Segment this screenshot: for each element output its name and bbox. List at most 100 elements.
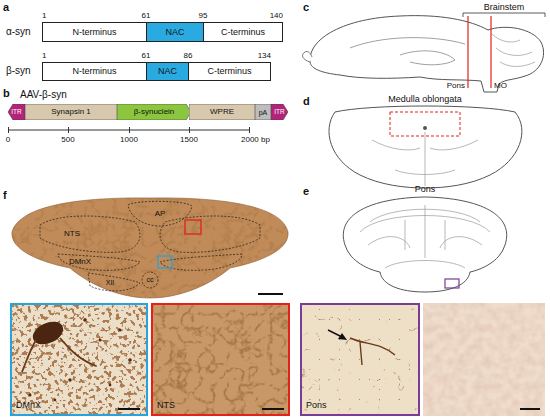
pointer-arrowhead <box>338 333 347 340</box>
hippocampus <box>400 51 455 65</box>
panel-letter: a <box>3 2 9 13</box>
mo-section-line <box>490 16 491 88</box>
construct-element: ITR <box>8 104 25 120</box>
node-label: ITR <box>11 109 21 116</box>
nucleus-name: AP <box>155 210 166 218</box>
scale-bar <box>262 408 284 410</box>
residue-number: 61 <box>142 12 151 20</box>
pons-section <box>343 197 506 292</box>
nucleus-outlines <box>40 201 260 291</box>
residue-number: 61 <box>142 52 151 60</box>
section-title: Medulla oblongata <box>388 95 462 104</box>
domain-box: NAC <box>146 62 189 81</box>
micrograph-panel: DMnX <box>10 303 148 416</box>
olfactory-bulb <box>303 51 312 62</box>
construct-element: ITR <box>271 104 288 120</box>
element-outline <box>8 104 25 120</box>
micrograph-texture <box>151 303 290 416</box>
brainstem-bracket <box>463 13 545 17</box>
section-title: Pons <box>415 185 436 194</box>
micrograph <box>151 303 290 416</box>
medulla-section <box>329 106 522 188</box>
element-outline <box>117 104 191 120</box>
node-label: Synapsin 1 <box>51 108 91 116</box>
cerebellum-folia <box>492 34 535 67</box>
nucleus-name: DMnX <box>69 258 91 266</box>
corpus-callosum <box>350 38 465 48</box>
medulla-nuclei <box>372 132 478 186</box>
scale-number: 1000 <box>120 136 138 144</box>
element-outline <box>271 104 288 120</box>
protein-name: α-syn <box>6 27 31 37</box>
scale-number: 2000 bp <box>241 136 270 144</box>
element-outline <box>25 104 117 120</box>
micrograph-texture <box>300 303 420 416</box>
zoom-box <box>158 256 172 268</box>
panel-letter: f <box>3 190 7 201</box>
scale-ticks <box>9 127 250 133</box>
domain-box: C-terminus <box>188 62 271 81</box>
neurite <box>22 338 96 372</box>
node-label: NTS <box>157 401 175 410</box>
micrograph <box>423 303 545 416</box>
region-name: Brainstem <box>484 3 525 12</box>
node-label: C-terminus <box>221 28 265 37</box>
scale-number: 1500 <box>180 136 198 144</box>
micrograph-panel: NTS <box>151 303 290 416</box>
region-box <box>445 279 459 288</box>
residue-number: 1 <box>42 52 46 60</box>
pointer-arrow <box>328 330 342 337</box>
fiber <box>350 338 395 365</box>
node-label: DMnX <box>16 401 41 410</box>
scale-bar <box>258 293 283 295</box>
residue-number: 140 <box>270 12 283 20</box>
section-name: Pons <box>447 82 465 90</box>
nucleus-name: cc <box>147 276 154 283</box>
scale-number: 500 <box>61 136 74 144</box>
residue-number: 95 <box>199 12 208 20</box>
node-label: NAC <box>158 67 177 76</box>
micrograph-texture <box>10 303 148 416</box>
domain-box: C-terminus <box>203 22 283 42</box>
panel-letter: b <box>3 88 10 99</box>
node-label: Pons <box>306 401 327 410</box>
micrograph <box>10 303 148 416</box>
sagittal-brain <box>310 16 544 92</box>
construct-name: AAV-β-syn <box>20 90 67 100</box>
node-label: C-terminus <box>207 67 251 76</box>
domain-box: NAC <box>146 22 204 42</box>
construct-element: β-synuclein <box>117 104 191 120</box>
zoom-box <box>185 220 201 234</box>
node-label: pA <box>259 109 268 116</box>
construct-element: WPRE <box>189 104 255 120</box>
panel-letter: d <box>303 96 310 107</box>
residue-number: 1 <box>42 12 46 20</box>
stain-texture <box>10 196 290 300</box>
node-label: ITR <box>274 109 284 116</box>
puncta <box>29 318 132 401</box>
scale-bar <box>520 408 540 410</box>
panel-letter: c <box>303 2 309 13</box>
region-box <box>390 112 460 136</box>
domain-box: N-terminus <box>42 22 147 42</box>
scale-bar <box>118 408 140 410</box>
panel-letter: e <box>303 186 309 197</box>
domain-box: N-terminus <box>42 62 147 81</box>
protein-name: β-syn <box>6 66 31 76</box>
node-label: N-terminus <box>72 67 116 76</box>
node-label: NAC <box>165 28 184 37</box>
node-label: WPRE <box>210 108 234 116</box>
nucleus-name: XII <box>106 279 115 286</box>
central-canal <box>423 126 427 130</box>
construct-element: Synapsin 1 <box>25 104 117 120</box>
node-label: β-synuclein <box>134 108 175 116</box>
micrograph-panel: Pons <box>300 303 420 416</box>
micrograph <box>300 303 420 416</box>
residue-number: 134 <box>258 52 271 60</box>
section-name: MO <box>494 82 507 90</box>
scale-number: 0 <box>6 136 10 144</box>
nucleus-name: NTS <box>64 230 80 238</box>
node-label: N-terminus <box>72 28 116 37</box>
cerebellum-folia <box>360 205 490 268</box>
residue-number: 86 <box>184 52 193 60</box>
